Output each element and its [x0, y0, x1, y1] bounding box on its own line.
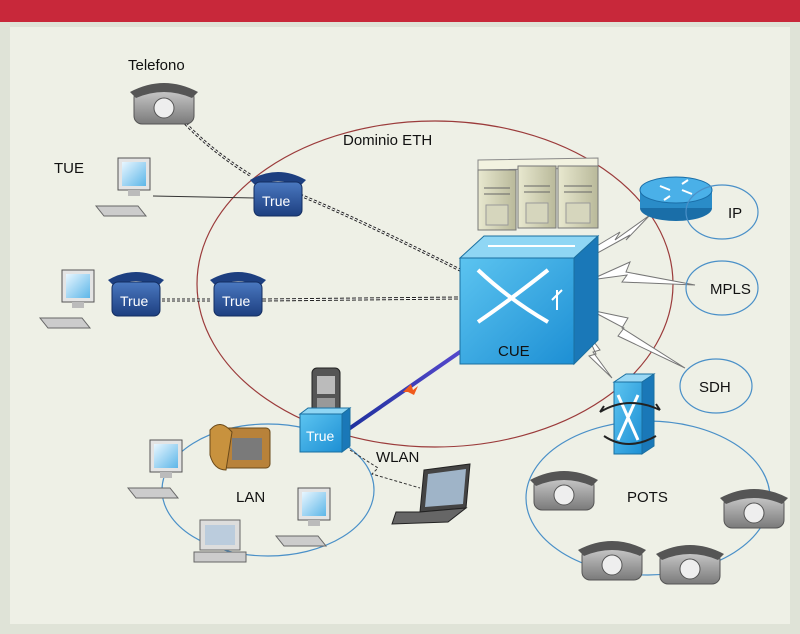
label-true-2: True	[120, 293, 148, 309]
router-icon	[639, 176, 713, 221]
phone-icon-pots-4	[656, 545, 724, 585]
laptop-icon	[391, 463, 471, 525]
label-sdh: SDH	[699, 379, 731, 396]
computer-icon-lan-1	[126, 439, 183, 499]
true-phone-icon-1	[250, 172, 306, 217]
label-wlan: WLAN	[376, 449, 419, 466]
wlan-link	[349, 449, 421, 489]
desktop-pc-icon	[193, 519, 247, 563]
label-dominio-eth: Dominio ETH	[343, 132, 432, 149]
true-access-cube-icon	[298, 407, 352, 453]
true-phones	[108, 172, 306, 317]
header-bar	[0, 0, 800, 22]
label-ip: IP	[728, 205, 742, 222]
phone-icon-telefono	[130, 83, 198, 125]
phone-icon-pots-1	[530, 471, 598, 511]
label-true-1: True	[262, 193, 290, 209]
grey-phones	[130, 83, 788, 585]
label-lan: LAN	[236, 489, 265, 506]
twisted-cables	[162, 118, 461, 302]
pots-switch-icon	[599, 373, 661, 455]
phone-icon-pots-2	[720, 489, 788, 529]
label-telefono: Telefono	[128, 57, 185, 74]
network-clouds	[161, 184, 771, 576]
label-cue: CUE	[498, 343, 530, 360]
desk-phone-icon	[209, 424, 271, 471]
domain-eth-ring	[196, 120, 674, 448]
label-pots: POTS	[627, 489, 668, 506]
label-tue: TUE	[54, 160, 84, 177]
label-true-4: True	[306, 428, 334, 444]
computers	[38, 157, 331, 563]
spark-icon	[403, 384, 418, 395]
computer-icon-tue	[94, 157, 151, 217]
true-phone-icon-2	[108, 272, 164, 317]
true-phone-icon-3	[210, 272, 266, 317]
tue-link	[152, 195, 256, 199]
computer-icon-lan-2	[274, 487, 331, 547]
computer-icon-2	[38, 269, 95, 329]
lightning-links	[584, 214, 696, 379]
cue-switch-icon	[458, 234, 600, 366]
label-true-3: True	[222, 293, 250, 309]
label-mpls: MPLS	[710, 281, 751, 298]
diagram-panel	[10, 27, 790, 624]
phone-icon-pots-3	[578, 541, 646, 581]
rack-servers-icon	[477, 157, 599, 231]
